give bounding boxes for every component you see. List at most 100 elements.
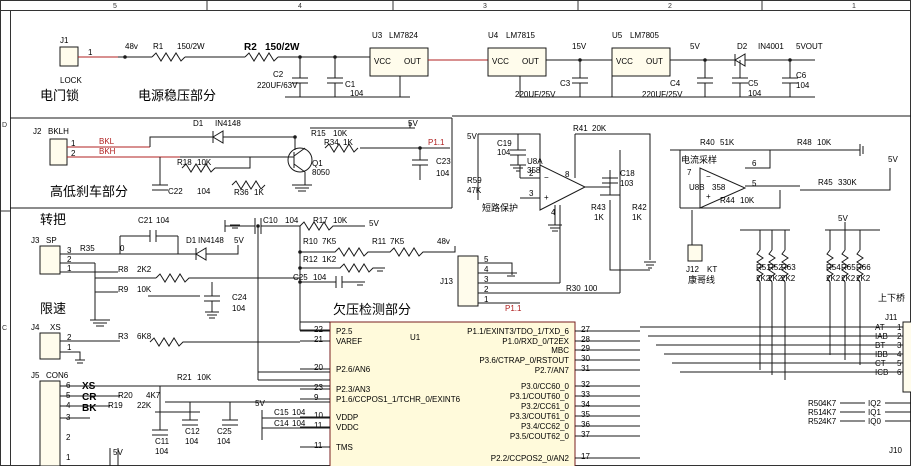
j10-ref: J10 (889, 446, 902, 455)
r9-value: 10K (137, 285, 152, 294)
u3-regulator (369, 47, 429, 77)
c1-value: 104 (350, 89, 364, 98)
mcu-left-pin-number: 11 (314, 421, 323, 430)
c23-ref: C23 (436, 157, 451, 166)
net-cr: CR (82, 392, 97, 403)
pullup-resistor (841, 249, 849, 290)
j13-pin-2: 2 (484, 285, 489, 294)
c15-ref: C15 (274, 408, 289, 417)
mcu-right-pin-name: P1.1/EXINT3/TDO_1/TXD_6 (467, 327, 569, 336)
pullup-ref: R54 (826, 263, 841, 272)
section-title-speed-limit: 限速 (40, 301, 66, 316)
r48-value: 10K (817, 138, 832, 147)
u5-ref: U5 (612, 31, 623, 40)
mcu-u1: U1 P2.522VAREF21P2.6/AN620P2.3/AN323P1.6… (258, 321, 640, 466)
j1-pin-1: 1 (88, 48, 93, 57)
c25j-value: 104 (217, 437, 231, 446)
r2-resistor (244, 52, 279, 62)
section-title-lock: 电门锁 (40, 88, 79, 103)
mcu-left-pin-number: 22 (314, 325, 323, 334)
border-col-2: 2 (668, 3, 672, 10)
net-bk: BK (82, 403, 97, 414)
c22-value: 104 (197, 187, 211, 196)
section-title-undervoltage: 欠压检测部分 (333, 302, 411, 317)
pullup-ref: R52 (768, 263, 783, 272)
c5-value: 104 (748, 89, 762, 98)
r43-value: 1K (594, 213, 604, 222)
j4-pin-2: 2 (67, 333, 72, 342)
j3-pin-2: 2 (67, 255, 72, 264)
border-row-c: C (2, 325, 7, 332)
brake-net-p11: P1.1 (428, 138, 445, 147)
u8b-pin-6: 6 (752, 159, 757, 168)
border-col-3: 3 (483, 3, 487, 10)
r18-resistor (181, 163, 216, 173)
mcu-right-pin-name: P3.2/CC61_0 (521, 402, 570, 411)
r44-value: 10K (740, 196, 755, 205)
c10-ref: C10 (263, 216, 278, 225)
j13-pin-5: 5 (484, 255, 489, 264)
mcu-right-pin-number: 37 (581, 430, 590, 439)
r59-ref: R59 (467, 176, 482, 185)
u3-ref: U3 (372, 31, 383, 40)
brake-connector-j2 (49, 138, 68, 166)
border-col-4: 4 (298, 3, 302, 10)
c18-ref: C18 (620, 169, 635, 178)
u4-ref: U4 (488, 31, 499, 40)
r30-value: 100 (584, 284, 598, 293)
u4-regulator (487, 47, 547, 77)
c2-value: 220UF/63V (257, 81, 298, 90)
r34-value: 1K (343, 138, 353, 147)
mcu-right-pin-number: 28 (581, 335, 590, 344)
border-col-1: 1 (852, 3, 856, 10)
j2-ref: J2 (33, 127, 42, 136)
u8a-plus: + (544, 193, 549, 202)
j13-ref: J13 (440, 277, 453, 286)
r36-resistor (231, 180, 266, 190)
r12-value: 1K2 (322, 255, 337, 264)
net-5vout-label: 5VOUT (796, 42, 823, 51)
connector-j13 (457, 255, 479, 307)
mcu-right-pin-number: 36 (581, 420, 590, 429)
c14-value: 104 (292, 419, 306, 428)
pullup-resistor (756, 249, 764, 290)
r43-ref: R43 (591, 203, 606, 212)
u3-out: OUT (404, 57, 421, 66)
section-boundaries (10, 115, 911, 209)
d2-part: IN4001 (758, 42, 784, 51)
mcu-left-pin-name: VDDC (336, 423, 359, 432)
connector-j11 (902, 321, 911, 393)
mcu-right-pin-name: P3.1/COUT60_0 (510, 392, 570, 401)
c21-value: 104 (156, 216, 170, 225)
mcu-left-pin-name: VDDP (336, 413, 358, 422)
r1-resistor (151, 52, 186, 62)
r42-ref: R42 (632, 203, 647, 212)
c10-value: 104 (285, 216, 299, 225)
d1-diode (212, 130, 224, 144)
r21-ref: R21 (177, 373, 192, 382)
c5-ref: C5 (748, 79, 759, 88)
j3-ref: J3 (31, 236, 40, 245)
r10-ref: R10 (303, 237, 318, 246)
section-title-speed-cable: 康哥线 (688, 274, 715, 285)
c1-ref: C1 (345, 80, 356, 89)
mcu-right-pin-name: MBC (551, 346, 569, 355)
power-supply-section: J1 LOCK 1 电门锁 电源稳压部分 48v R1 150/2W R2 15… (40, 31, 823, 103)
r34-resistor (324, 143, 359, 153)
r15-ref: R15 (311, 129, 326, 138)
undervolt-net-48v: 48v (437, 237, 450, 246)
j10-net-label: IQ1 (868, 408, 881, 417)
u8b-plus: + (706, 192, 711, 201)
u8b-pin-5: 5 (752, 179, 757, 188)
c25j-ref: C25 (217, 427, 232, 436)
r1-value: 150/2W (177, 42, 205, 51)
c19-value: 104 (497, 148, 511, 157)
section-title-current-sample: 电流采样 (681, 154, 717, 165)
net-5v-label: 5V (690, 42, 700, 51)
pullup-value: 2K2 (756, 274, 771, 283)
section-title-updown: 上下桥 (878, 292, 905, 303)
c25u-ref: C25 (293, 273, 308, 282)
pullup-resistor (781, 249, 789, 290)
